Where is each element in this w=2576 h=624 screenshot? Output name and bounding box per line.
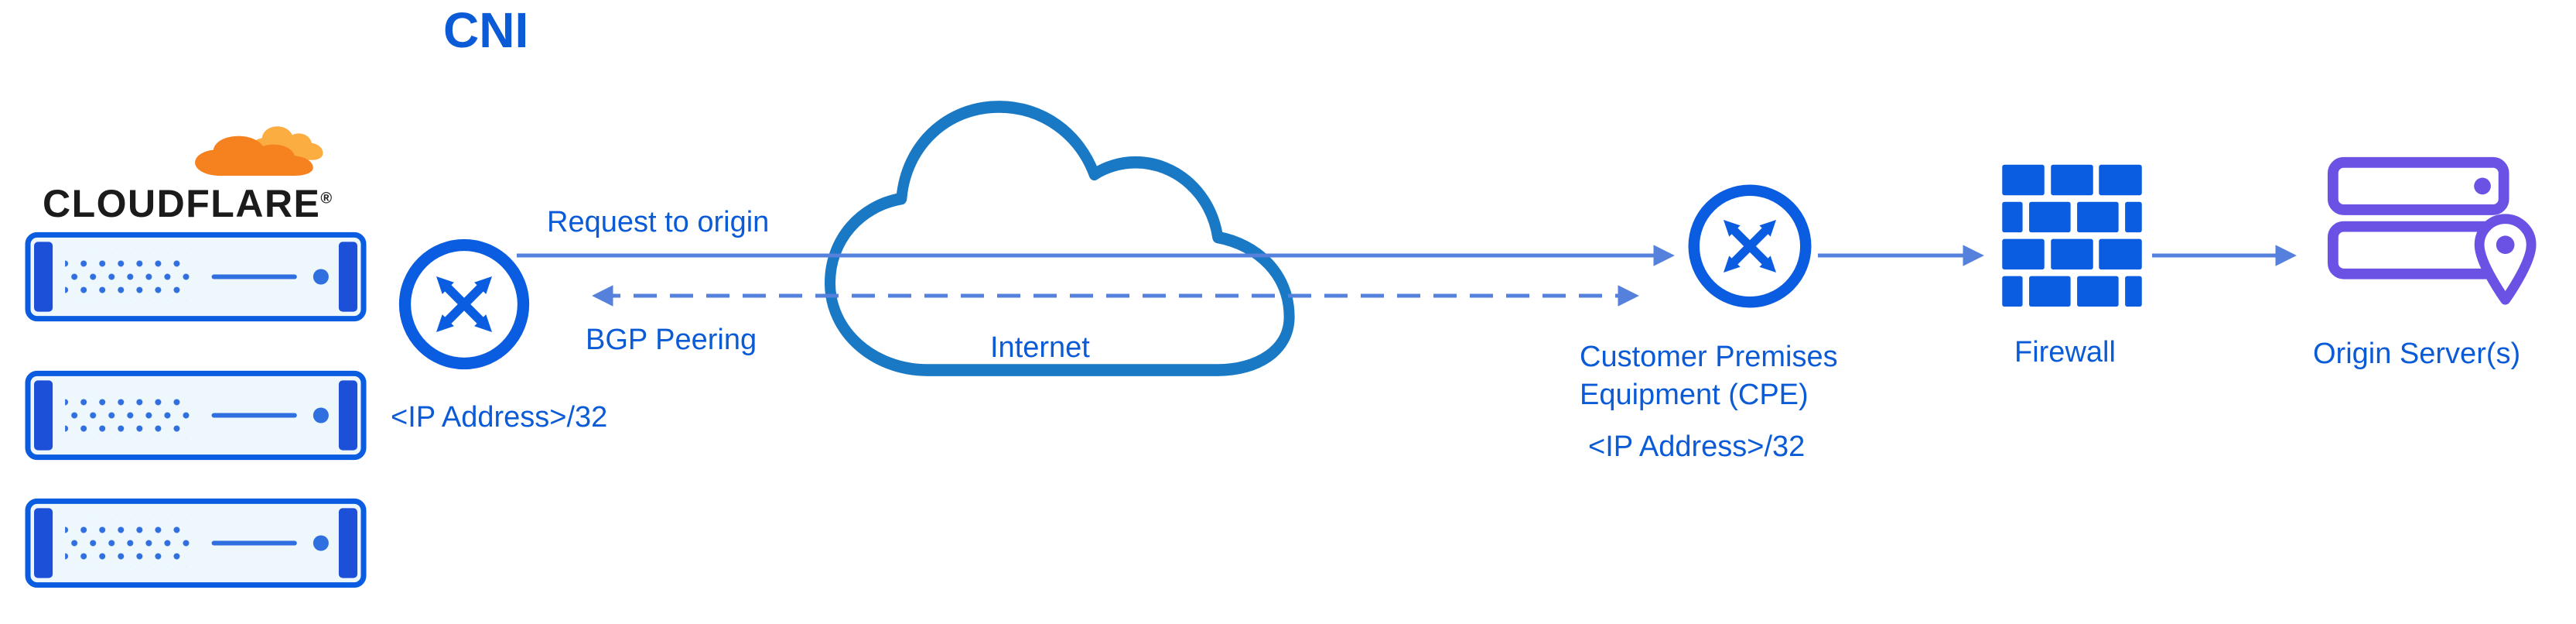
cpe-label: Customer Premises Equipment (CPE) [1580,341,1838,411]
origin-server-pin-icon [2325,152,2539,312]
origin-server-label: Origin Server(s) [2313,338,2521,370]
registered-mark: ® [320,190,333,207]
cpe-ip-label: <IP Address>/32 [1588,430,1806,463]
internet-label: Internet [990,331,1090,364]
firewall-brick-icon [1997,162,2147,307]
server-rack-icon-2 [23,369,368,462]
router-icon [395,235,534,374]
cloudflare-ip-label: <IP Address>/32 [391,401,608,434]
bgp-peering-label: BGP Peering [586,324,757,356]
cloudflare-cloud-icon [192,122,327,184]
server-rack-icon-1 [23,230,368,324]
cloudflare-wordmark: CLOUDFLARE® [43,181,333,226]
firewall-label: Firewall [2014,336,2116,369]
cpe-router-icon [1684,180,1816,312]
request-to-origin-label: Request to origin [547,206,770,238]
cloudflare-wordmark-text: CLOUDFLARE [43,182,321,225]
page-title: CNI [443,2,529,58]
server-rack-icon-3 [23,496,368,590]
